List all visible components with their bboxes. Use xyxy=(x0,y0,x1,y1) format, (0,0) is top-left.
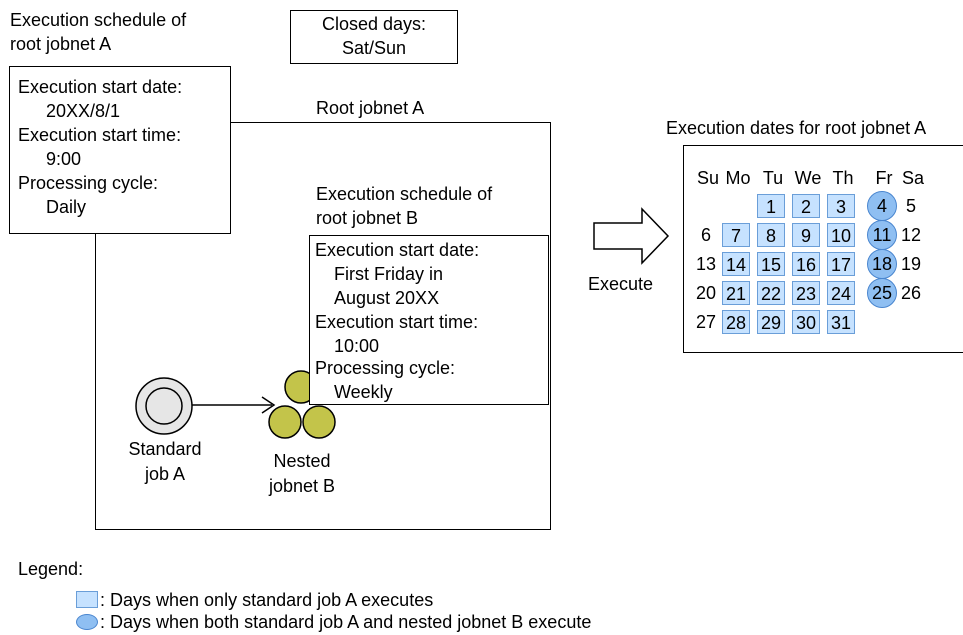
schedule-b-start-time-label: Execution start time: xyxy=(315,312,479,332)
calendar-day-header: Th xyxy=(832,168,854,188)
calendar-day: 18 xyxy=(867,249,897,279)
schedule-a-start-date-value: 20XX/8/1 xyxy=(46,101,121,121)
nested-jobnet-label-line2: jobnet B xyxy=(268,476,336,496)
legend-circle-text: : Days when both standard job A and nest… xyxy=(100,612,592,632)
calendar-day-header: Mo xyxy=(725,168,751,188)
closed-days-label: Closed days: xyxy=(321,14,427,34)
nested-jobnet-label-line1: Nested xyxy=(273,451,331,471)
schedule-b-box: Execution start date: First Friday in Au… xyxy=(309,235,549,405)
calendar-day: 14 xyxy=(722,252,750,276)
execute-arrow-icon xyxy=(593,207,670,265)
calendar-day: 8 xyxy=(757,223,785,247)
calendar-day: 7 xyxy=(722,223,750,247)
schedule-a-start-time-value: 9:00 xyxy=(46,149,82,169)
calendar-day: 28 xyxy=(722,310,750,334)
calendar-day: 26 xyxy=(900,283,922,303)
calendar-day: 24 xyxy=(827,281,855,305)
calendar-title: Execution dates for root jobnet A xyxy=(666,118,927,138)
schedule-a-box: Execution start date: 20XX/8/1 Execution… xyxy=(9,66,231,234)
calendar-day-header: Tu xyxy=(762,168,784,188)
root-jobnet-label: Root jobnet A xyxy=(316,98,425,118)
standard-job-icon xyxy=(135,377,193,435)
calendar-day-header: Su xyxy=(696,168,720,188)
calendar-day: 23 xyxy=(792,281,820,305)
calendar-day: 21 xyxy=(722,281,750,305)
execute-label: Execute xyxy=(588,274,654,294)
legend-title: Legend: xyxy=(18,559,84,579)
calendar-day: 5 xyxy=(905,196,916,216)
legend-square-icon xyxy=(76,591,98,608)
calendar-day: 22 xyxy=(757,281,785,305)
calendar-day: 16 xyxy=(792,252,820,276)
calendar-day: 20 xyxy=(695,283,717,303)
calendar-day: 30 xyxy=(792,310,820,334)
calendar-day: 1 xyxy=(757,194,785,218)
calendar-day: 6 xyxy=(700,225,711,245)
calendar-day-header: Sa xyxy=(901,168,925,188)
calendar-day: 4 xyxy=(867,191,897,221)
schedule-a-start-time-label: Execution start time: xyxy=(18,125,182,145)
calendar-day-header: Fr xyxy=(875,168,893,188)
calendar-day: 11 xyxy=(867,220,897,250)
calendar-day: 3 xyxy=(827,194,855,218)
schedule-b-title-line2: root jobnet B xyxy=(316,208,419,228)
calendar-day: 10 xyxy=(827,223,855,247)
calendar-day: 31 xyxy=(827,310,855,334)
schedule-a-title-line2: root jobnet A xyxy=(10,34,112,54)
calendar-day: 12 xyxy=(900,225,922,245)
calendar-day-header: We xyxy=(794,168,822,188)
schedule-a-title-line1: Execution schedule of xyxy=(10,10,187,30)
calendar-day: 25 xyxy=(867,278,897,308)
schedule-b-cycle-value: Weekly xyxy=(334,382,393,402)
schedule-b-start-date-value-line1: First Friday in xyxy=(334,264,444,284)
calendar-day: 17 xyxy=(827,252,855,276)
schedule-a-cycle-value: Daily xyxy=(46,197,87,217)
job-arrow-icon xyxy=(192,396,276,414)
calendar-day: 27 xyxy=(695,312,717,332)
schedule-b-start-time-value: 10:00 xyxy=(334,336,380,356)
standard-job-label-line1: Standard xyxy=(128,439,202,459)
schedule-a-cycle-label: Processing cycle: xyxy=(18,173,159,193)
calendar-day: 2 xyxy=(792,194,820,218)
closed-days-box: Closed days: Sat/Sun xyxy=(290,10,458,64)
calendar-day: 13 xyxy=(695,254,717,274)
schedule-b-start-date-label: Execution start date: xyxy=(315,240,480,260)
schedule-b-start-date-value-line2: August 20XX xyxy=(334,288,440,308)
legend-square-text: : Days when only standard job A executes xyxy=(100,590,434,610)
calendar-day: 15 xyxy=(757,252,785,276)
schedule-b-title-line1: Execution schedule of xyxy=(316,184,493,204)
calendar-day: 29 xyxy=(757,310,785,334)
standard-job-label-line2: job A xyxy=(144,464,186,484)
schedule-a-start-date-label: Execution start date: xyxy=(18,77,183,97)
closed-days-value: Sat/Sun xyxy=(341,38,407,58)
calendar-day: 19 xyxy=(900,254,922,274)
legend-circle-icon xyxy=(76,614,98,630)
calendar-day: 9 xyxy=(792,223,820,247)
schedule-b-cycle-label: Processing cycle: xyxy=(315,358,456,378)
